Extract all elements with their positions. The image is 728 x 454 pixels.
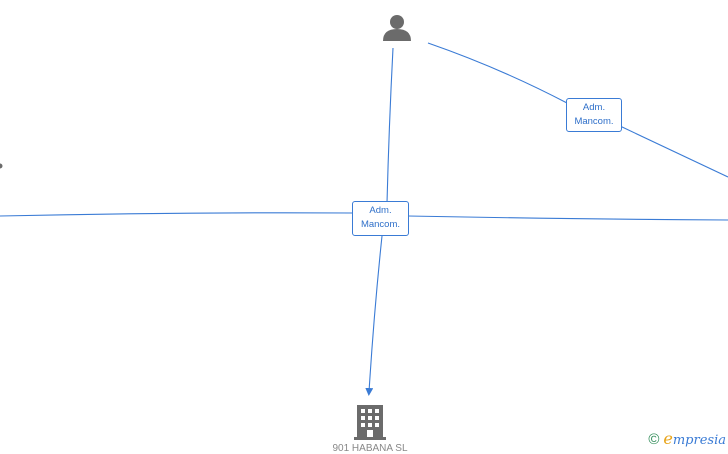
edge-right-horizontal [407, 215, 728, 221]
edge-label-center[interactable]: Adm. Mancom. [352, 201, 409, 236]
edge-label-to-company [365, 235, 383, 396]
building-icon[interactable] [354, 405, 386, 440]
edge-person-to-label [386, 47, 394, 204]
edge-person-to-top-right [427, 42, 568, 104]
edge-label-top-right[interactable]: Adm. Mancom. [566, 98, 622, 132]
company-name-label[interactable]: 901 HABANA SL [332, 443, 408, 454]
edge-label-line1: Adm. [582, 102, 606, 113]
edge-label-line1: Adm. [369, 205, 392, 216]
brand-rest: mpresia [672, 433, 726, 448]
person-icon[interactable] [383, 15, 411, 41]
edge-label-line2: Mancom. [574, 116, 614, 127]
brand-initial: e [663, 429, 673, 448]
edge-top-right-to-offscreen [619, 125, 728, 178]
footer-branding: © empresia [648, 429, 726, 448]
copyright-icon: © [648, 430, 660, 448]
edge-left-horizontal [0, 212, 356, 217]
offscreen-node-marker[interactable] [0, 163, 3, 169]
empresia-logo[interactable]: empresia [663, 429, 726, 448]
edge-label-line2: Mancom. [360, 219, 401, 230]
